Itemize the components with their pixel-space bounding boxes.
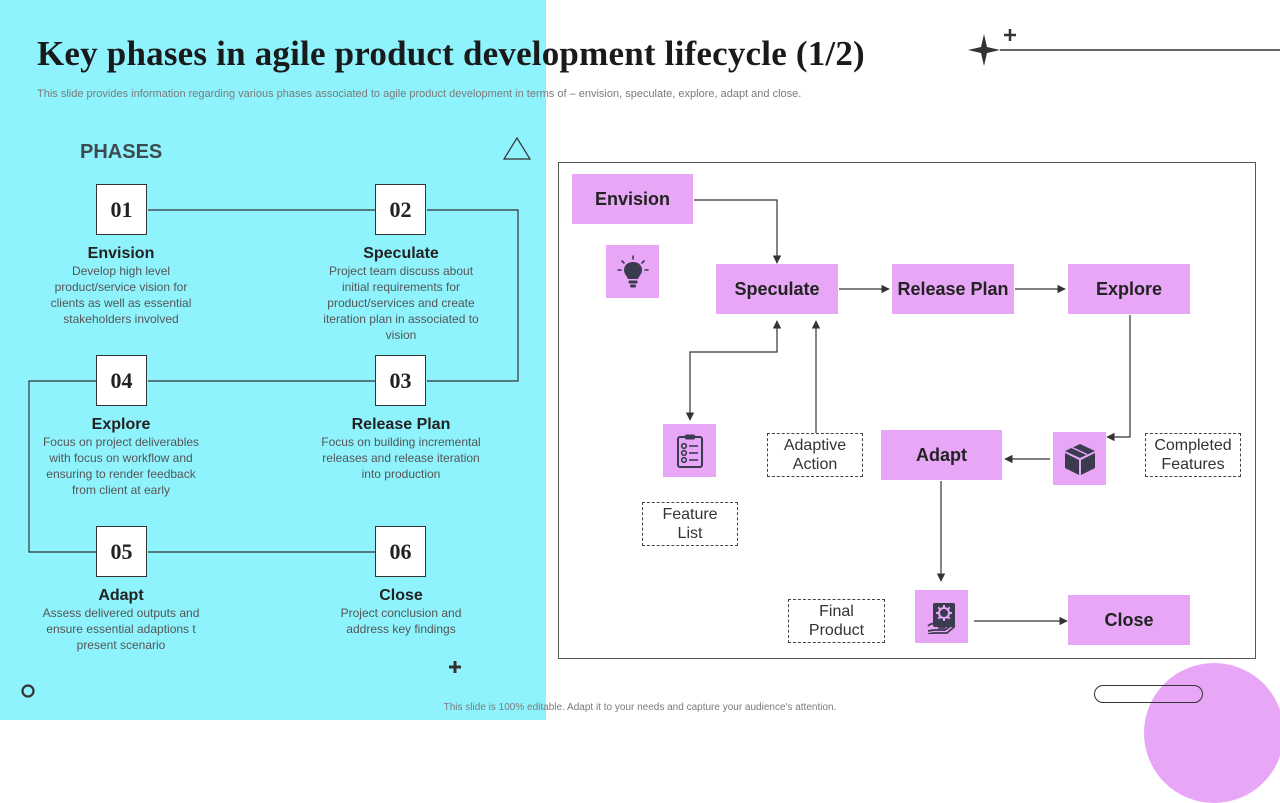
flow-node-adapt: Adapt bbox=[881, 430, 1002, 480]
phase-description: Focus on project deliverables with focus… bbox=[42, 435, 200, 497]
plus-icon bbox=[449, 661, 461, 673]
sparkle-star-icon bbox=[968, 29, 1280, 66]
phase-title: Explore bbox=[91, 416, 151, 433]
phase-title: Speculate bbox=[363, 245, 439, 262]
phase-item-adapt: Adapt Assess delivered outputs and ensur… bbox=[31, 586, 211, 653]
phase-item-release-plan: Release Plan Focus on building increment… bbox=[311, 415, 491, 482]
flow-diagram-panel bbox=[558, 162, 1256, 659]
decorative-pill bbox=[1094, 685, 1203, 703]
phase-number-06: 06 bbox=[375, 526, 426, 577]
phase-description: Focus on building incremental releases a… bbox=[321, 435, 481, 481]
lightbulb-icon bbox=[606, 245, 659, 298]
phase-item-speculate: Speculate Project team discuss about ini… bbox=[311, 244, 491, 343]
flow-node-envision: Envision bbox=[572, 174, 693, 224]
phase-title: Close bbox=[379, 587, 423, 604]
phase-title: Release Plan bbox=[351, 416, 451, 433]
phase-number-05: 05 bbox=[96, 526, 147, 577]
phase-item-close: Close Project conclusion and address key… bbox=[311, 586, 491, 637]
label-feature-list: Feature List bbox=[642, 502, 738, 546]
triangle-outline-icon bbox=[502, 136, 532, 160]
flow-node-speculate: Speculate bbox=[716, 264, 838, 314]
phase-number-04: 04 bbox=[96, 355, 147, 406]
phase-title: Adapt bbox=[98, 587, 144, 604]
phase-title: Envision bbox=[87, 245, 155, 262]
clipboard-checklist-icon bbox=[663, 424, 716, 477]
phase-number-01: 01 bbox=[96, 184, 147, 235]
decorative-circle bbox=[1144, 663, 1280, 803]
phase-item-envision: Envision Develop high level product/serv… bbox=[31, 244, 211, 327]
package-box-icon bbox=[1053, 432, 1106, 485]
label-final-product: Final Product bbox=[788, 599, 885, 643]
flow-node-explore: Explore bbox=[1068, 264, 1190, 314]
phase-item-explore: Explore Focus on project deliverables wi… bbox=[31, 415, 211, 498]
phase-description: Project team discuss about initial requi… bbox=[323, 264, 479, 342]
phases-heading: PHASES bbox=[80, 141, 163, 163]
phase-description: Develop high level product/service visio… bbox=[50, 264, 192, 326]
page-subtitle: This slide provides information regardin… bbox=[37, 88, 802, 100]
gear-hand-icon bbox=[915, 590, 968, 643]
flow-node-release-plan: Release Plan bbox=[892, 264, 1014, 314]
label-adaptive-action: Adaptive Action bbox=[767, 433, 863, 477]
circle-outline-icon bbox=[21, 684, 35, 698]
page-title: Key phases in agile product development … bbox=[37, 34, 865, 73]
flow-node-close: Close bbox=[1068, 595, 1190, 645]
label-completed-features: Completed Features bbox=[1145, 433, 1241, 477]
phase-number-03: 03 bbox=[375, 355, 426, 406]
phase-number-02: 02 bbox=[375, 184, 426, 235]
footer-note: This slide is 100% editable. Adapt it to… bbox=[443, 702, 837, 713]
phase-description: Project conclusion and address key findi… bbox=[340, 606, 462, 636]
phase-description: Assess delivered outputs and ensure esse… bbox=[42, 606, 200, 652]
